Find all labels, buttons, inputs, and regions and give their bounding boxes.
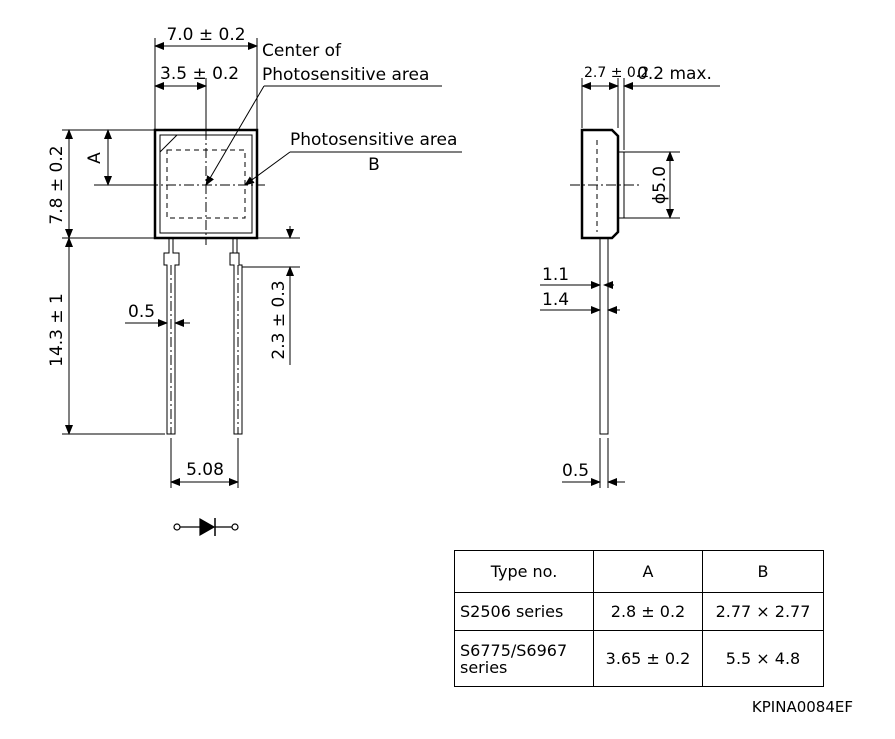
header-a: A <box>593 550 703 593</box>
diameter-label: ϕ5.0 <box>650 166 670 204</box>
window-label: 0.2 max. <box>637 64 712 84</box>
row-a: 3.65 ± 0.2 <box>593 630 703 687</box>
row-type: S2506 series <box>454 592 594 631</box>
lead-right <box>229 238 243 435</box>
front-view <box>62 38 462 488</box>
half-width-label: 3.5 ± 0.2 <box>160 64 239 84</box>
row-type: S6775/S6967 series <box>454 630 594 687</box>
center-label-line2: Photosensitive area <box>262 65 429 85</box>
thickness-label: 2.7 ± 0.2 <box>584 65 649 81</box>
dim-1-4: 1.4 <box>542 290 569 310</box>
lead-width-label: 0.5 <box>128 302 155 322</box>
lead-length-label: 14.3 ± 1 <box>47 293 67 367</box>
standoff-label: 2.3 ± 0.3 <box>269 280 289 359</box>
row-a: 2.8 ± 0.2 <box>593 592 703 631</box>
table-header-row: Type no. A B <box>454 550 824 593</box>
table-row: S2506 series 2.8 ± 0.2 2.77 × 2.77 <box>454 592 824 631</box>
photodiode-symbol-icon <box>173 517 239 537</box>
height-label: 7.8 ± 0.2 <box>47 145 67 224</box>
side-view <box>540 78 720 488</box>
pitch-label: 5.08 <box>186 460 224 480</box>
center-label-line1: Center of <box>262 41 342 61</box>
side-lead <box>599 237 609 435</box>
header-b: B <box>702 550 824 593</box>
type-spec-table: Type no. A B S2506 series 2.8 ± 0.2 2.77… <box>454 550 824 687</box>
side-body <box>580 128 620 240</box>
row-b: 2.77 × 2.77 <box>702 592 824 631</box>
dim-1-1: 1.1 <box>542 265 569 285</box>
area-label-b: B <box>368 155 380 175</box>
drawing-code: KPINA0084EF <box>751 698 853 716</box>
row-b: 5.5 × 4.8 <box>702 630 824 687</box>
area-label: Photosensitive area <box>290 130 457 150</box>
header-type: Type no. <box>454 550 594 593</box>
side-lead-width-label: 0.5 <box>562 461 589 481</box>
width-label: 7.0 ± 0.2 <box>166 25 245 45</box>
table-row: S6775/S6967 series 3.65 ± 0.2 5.5 × 4.8 <box>454 630 824 687</box>
a-label: A <box>85 152 105 164</box>
